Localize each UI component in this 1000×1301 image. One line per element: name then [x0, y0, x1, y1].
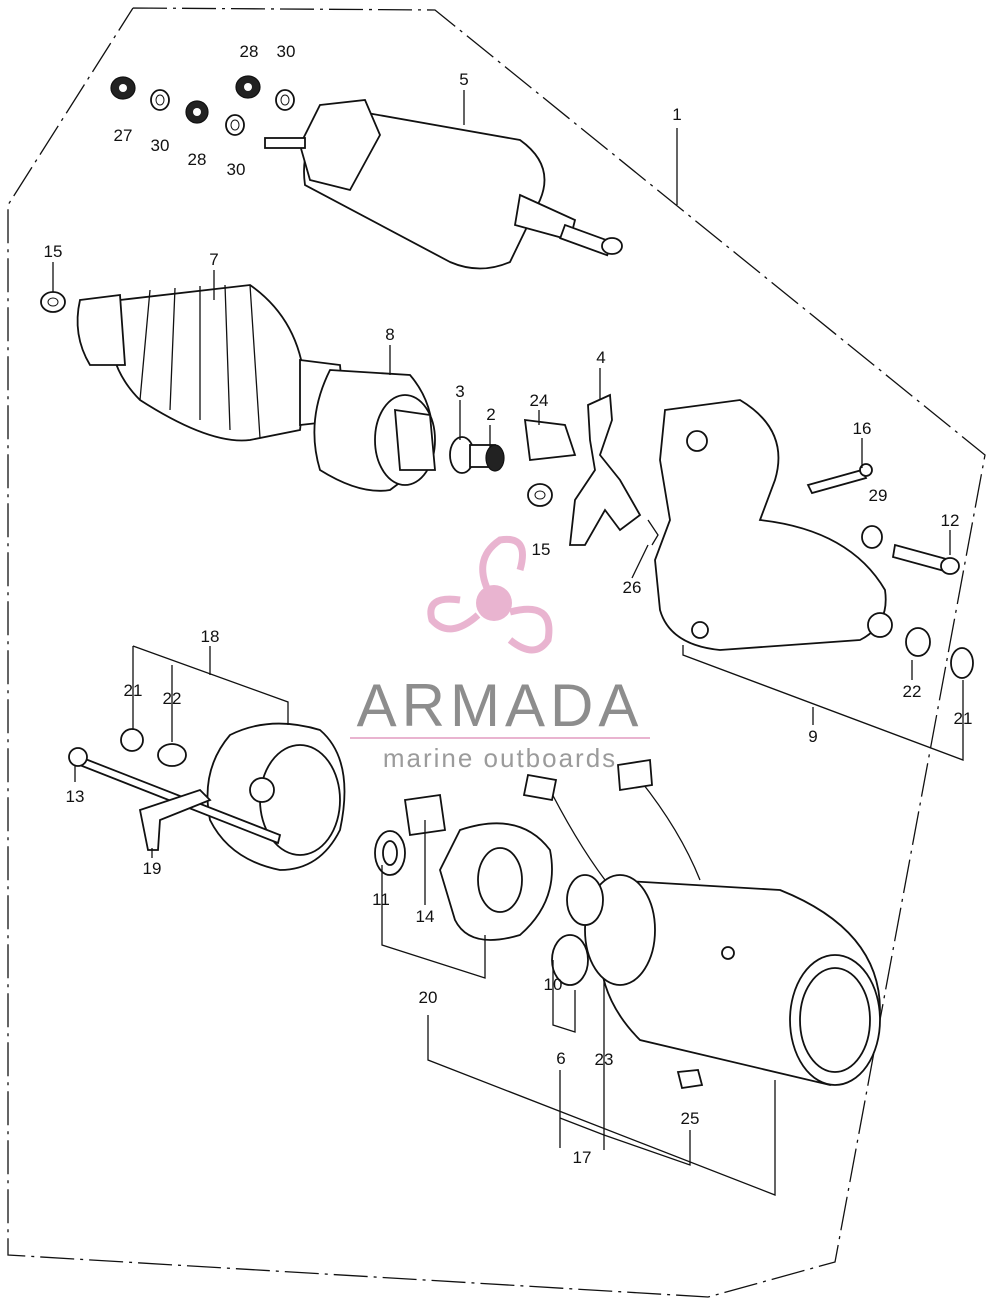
drive-end-housing	[654, 399, 893, 651]
label-29: 29	[869, 486, 888, 505]
label-28a: 28	[240, 42, 259, 61]
label-28b: 28	[188, 150, 207, 169]
label-12: 12	[941, 511, 960, 530]
label-17: 17	[573, 1148, 592, 1167]
label-5: 5	[459, 70, 468, 89]
label-4: 4	[596, 348, 605, 367]
label-30c: 30	[227, 160, 246, 179]
label-18: 18	[201, 627, 220, 646]
label-7: 7	[209, 250, 218, 269]
bolts-front	[806, 463, 960, 575]
stop-collar	[523, 418, 577, 507]
bushing-right	[905, 627, 931, 657]
label-30b: 30	[151, 136, 170, 155]
label-24: 24	[530, 391, 549, 410]
label-21a: 21	[124, 681, 143, 700]
label-9: 9	[808, 727, 817, 746]
part-labels: 1 2 3 4 5 6 7 8 9 10 11 12 13 14 15 15 1…	[44, 42, 973, 1167]
label-16: 16	[853, 419, 872, 438]
nuts-and-washers	[110, 75, 295, 136]
leader-lines	[52, 90, 964, 1196]
label-22b: 22	[903, 682, 922, 701]
label-23: 23	[595, 1050, 614, 1069]
brand-name: ARMADA	[357, 672, 644, 739]
solenoid	[264, 99, 623, 270]
brand-tagline: marine outboards	[383, 743, 617, 773]
label-25: 25	[681, 1109, 700, 1128]
armada-logo: ARMADA marine outboards	[350, 535, 650, 773]
label-14: 14	[416, 907, 435, 926]
armature	[40, 284, 346, 442]
label-15a: 15	[44, 242, 63, 261]
label-22a: 22	[163, 689, 182, 708]
propeller-hub	[476, 585, 512, 621]
assembly-boundary	[7, 7, 986, 1298]
brush-holder-assembly	[374, 793, 553, 941]
label-20: 20	[419, 988, 438, 1007]
label-13: 13	[66, 787, 85, 806]
rear-cover	[68, 722, 346, 871]
label-27: 27	[114, 126, 133, 145]
label-11: 11	[372, 890, 390, 909]
overrunning-clutch	[313, 369, 505, 492]
propeller-icon	[427, 535, 553, 654]
shift-lever	[568, 393, 659, 546]
label-3: 3	[455, 382, 464, 401]
label-19: 19	[143, 859, 162, 878]
label-15b: 15	[532, 540, 551, 559]
label-2: 2	[486, 405, 495, 424]
label-1: 1	[672, 105, 681, 124]
yoke-assembly	[522, 758, 881, 1090]
label-26: 26	[623, 578, 642, 597]
label-6: 6	[556, 1049, 565, 1068]
label-8: 8	[385, 325, 394, 344]
label-30a: 30	[277, 42, 296, 61]
label-10: 10	[544, 975, 563, 994]
label-21b: 21	[954, 709, 973, 728]
cap-right	[950, 647, 974, 679]
